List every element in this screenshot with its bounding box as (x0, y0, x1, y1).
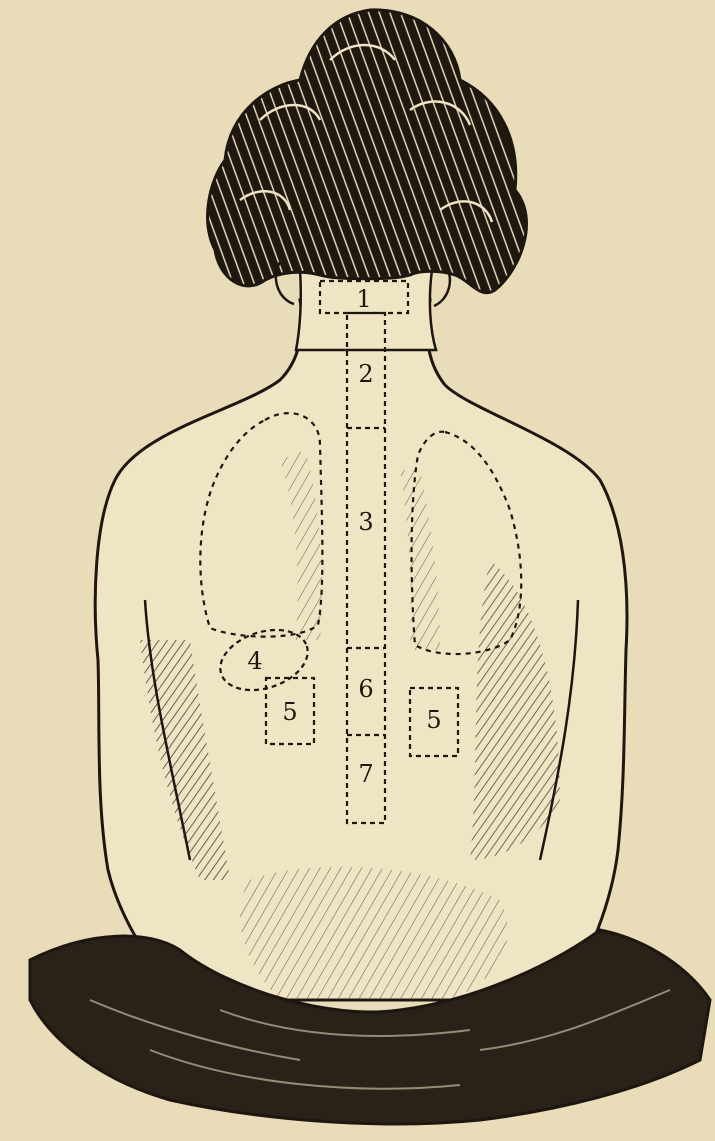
region-4-label: 4 (247, 647, 262, 675)
region-6-label: 6 (358, 675, 373, 703)
shade-lower-back (240, 867, 508, 1000)
region-1-label: 1 (356, 285, 371, 313)
region-3-label: 3 (358, 508, 373, 536)
region-5-left-label: 5 (282, 698, 297, 726)
region-2-label: 2 (358, 360, 373, 388)
region-7-label: 7 (358, 760, 373, 788)
region-5-right-label: 5 (426, 706, 441, 734)
